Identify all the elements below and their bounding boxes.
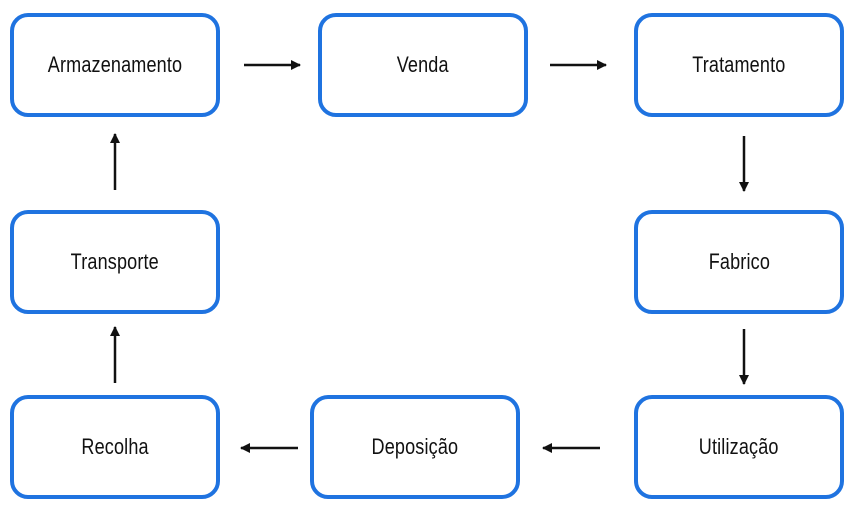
node-deposicao: Deposição (310, 395, 520, 499)
node-recolha-label: Recolha (81, 434, 149, 459)
node-fabrico-label: Fabrico (708, 249, 770, 274)
node-venda-label: Venda (397, 52, 449, 77)
node-armazenamento: Armazenamento (10, 13, 220, 117)
node-utilizacao-label: Utilização (699, 434, 779, 459)
node-tratamento: Tratamento (634, 13, 844, 117)
node-armazenamento-label: Armazenamento (47, 52, 183, 77)
node-tratamento-label: Tratamento (692, 52, 786, 77)
node-recolha: Recolha (10, 395, 220, 499)
node-utilizacao: Utilização (634, 395, 844, 499)
node-venda: Venda (318, 13, 528, 117)
node-transporte-label: Transporte (70, 249, 160, 274)
node-fabrico: Fabrico (634, 210, 844, 314)
node-transporte: Transporte (10, 210, 220, 314)
node-deposicao-label: Deposição (371, 434, 459, 459)
